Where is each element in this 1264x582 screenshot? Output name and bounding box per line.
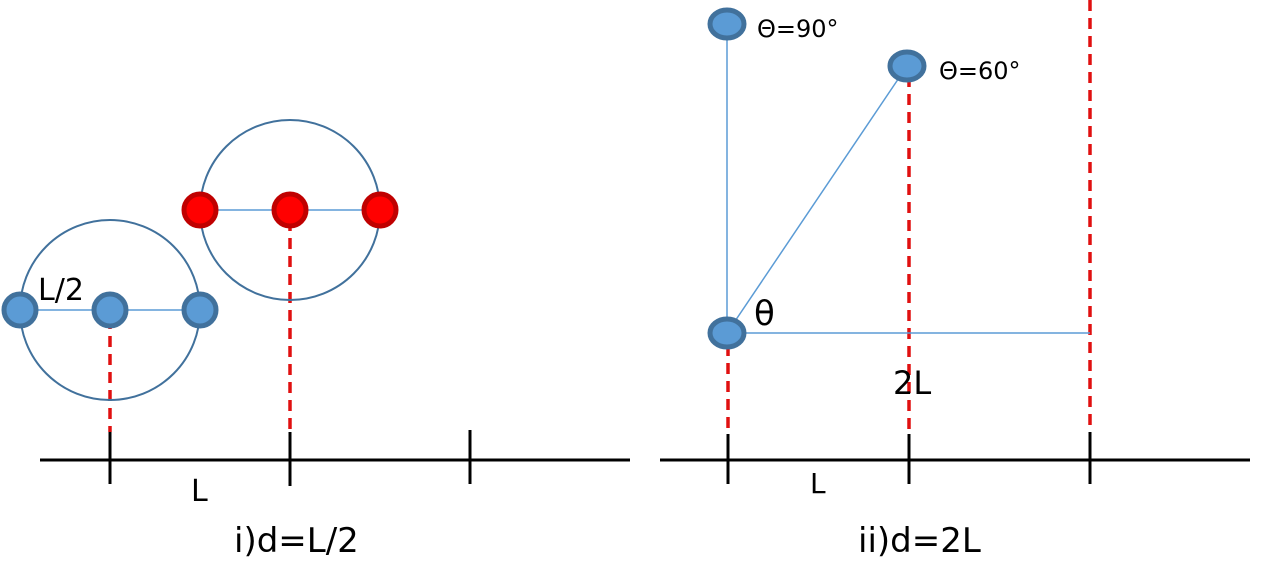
panel-left: L/2 L i)d=L/2: [1, 119, 630, 561]
red-node-center: [271, 191, 309, 229]
label-theta-60: Θ=60°: [939, 57, 1021, 85]
label-right-spacing: L: [810, 467, 826, 500]
label-2L: 2L: [893, 364, 931, 402]
red-node-right: [361, 191, 399, 229]
red-node-left: [181, 191, 219, 229]
label-theta-90: Θ=90°: [757, 15, 839, 43]
blue-node-right: [181, 291, 219, 329]
blue-node-center: [91, 291, 129, 329]
blue-node-left: [1, 291, 39, 329]
node-pivot: [707, 316, 747, 350]
caption-left: i)d=L/2: [234, 521, 359, 561]
node-theta-60: [887, 49, 927, 83]
label-half-length: L/2: [38, 273, 84, 308]
line-diagonal-60: [726, 65, 908, 334]
node-theta-90: [707, 7, 747, 41]
label-theta-angle: θ: [754, 294, 775, 334]
caption-right: ii)d=2L: [858, 521, 981, 561]
label-left-spacing: L: [191, 474, 208, 509]
panel-right: Θ=90° Θ=60° θ 2L L ii)d=2L: [660, 0, 1250, 561]
